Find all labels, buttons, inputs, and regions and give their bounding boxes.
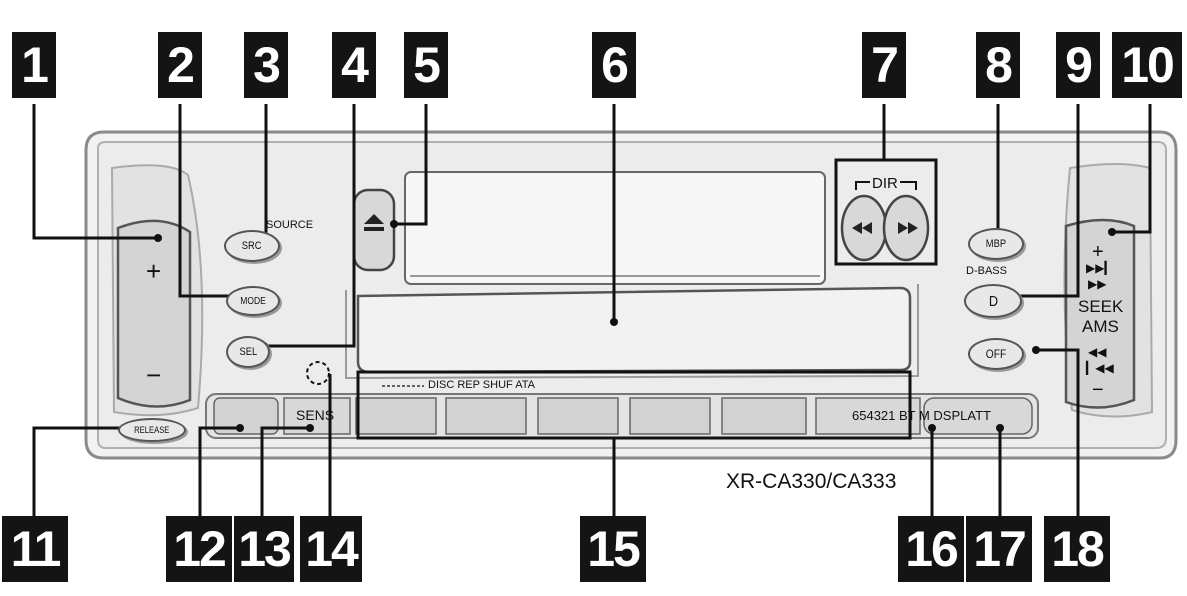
model-label: XR-CA330/CA333	[726, 470, 897, 493]
d-bass-button-label: D	[988, 292, 998, 310]
ams-label: AMS	[1082, 317, 1119, 336]
ff-icon-a	[908, 222, 918, 234]
eject-icon	[364, 214, 384, 224]
sel-button[interactable]: SEL	[226, 336, 270, 368]
leader-12	[198, 426, 240, 516]
callout-15: 15	[580, 516, 646, 582]
volume-minus-label: −	[146, 360, 162, 390]
fast-forward-icon: ▶▶	[1088, 277, 1107, 291]
callout-2: 2	[158, 32, 202, 98]
ff-icon-b	[898, 222, 908, 234]
off-button[interactable]: OFF	[968, 338, 1024, 370]
callout-18: 18	[1044, 516, 1110, 582]
dir-bracket-left	[855, 181, 870, 190]
mbp-button[interactable]: MBP	[968, 228, 1024, 260]
dir-callout-box	[834, 158, 938, 266]
mode-button-label: MODE	[240, 295, 266, 307]
prev-track-icon: ▎◀◀	[1086, 361, 1114, 375]
display-window	[356, 286, 912, 374]
callout-4: 4	[332, 32, 376, 98]
d-bass-button[interactable]: D	[964, 284, 1022, 318]
leader-2	[178, 104, 236, 298]
volume-plus-label: +	[146, 256, 162, 286]
preset-button-3[interactable]	[537, 397, 619, 435]
dir-label: DIR	[872, 175, 898, 192]
leader-18	[1036, 348, 1080, 516]
preset-callout-box	[356, 370, 912, 440]
callout-10: 10	[1112, 32, 1182, 98]
leader-5	[394, 104, 428, 226]
seek-ams-rocker[interactable]	[1064, 218, 1136, 409]
callout-8: 8	[976, 32, 1020, 98]
leader-4	[264, 104, 356, 348]
callout-3: 3	[244, 32, 288, 98]
rewind-icon-a	[852, 222, 862, 234]
callout-11: 11	[2, 516, 68, 582]
callout-16: 16	[898, 516, 964, 582]
rewind-icon: ◀◀	[1088, 345, 1107, 359]
volume-rocker[interactable]	[116, 219, 192, 408]
leader-1	[32, 104, 158, 240]
callout-13: 13	[234, 516, 294, 582]
sens-label: SENS	[296, 407, 335, 423]
preset-button-2[interactable]	[445, 397, 527, 435]
leader-13	[260, 426, 310, 516]
reset-button-circle[interactable]	[306, 361, 330, 385]
mbp-button-label: MBP	[985, 238, 1007, 250]
preset-button-display[interactable]	[923, 397, 1033, 435]
preset-button-5[interactable]	[721, 397, 807, 435]
src-button[interactable]: SRC	[224, 230, 280, 262]
preset-button-1[interactable]	[355, 397, 437, 435]
seek-minus-label: −	[1092, 379, 1104, 401]
leader-9	[1010, 104, 1080, 298]
d-bass-label: D-BASS	[966, 265, 1007, 277]
preset-button-blank[interactable]	[213, 397, 279, 435]
preset-right-label: 654321 BT M DSPLATT	[852, 408, 991, 423]
display-frame	[345, 284, 919, 380]
off-button-label: OFF	[985, 347, 1007, 361]
release-button-label: RELEASE	[134, 425, 170, 435]
callout-7: 7	[862, 32, 906, 98]
leader-11	[32, 426, 128, 516]
preset-strip-label: DISC REP SHUF ATA	[428, 379, 535, 391]
callout-1: 1	[12, 32, 56, 98]
rewind-icon-b	[862, 222, 872, 234]
seek-plus-label: +	[1092, 241, 1104, 263]
preset-button-4[interactable]	[629, 397, 711, 435]
source-label: SOURCE	[266, 219, 314, 231]
src-button-label: SRC	[242, 240, 262, 252]
leader-lines	[32, 104, 1152, 516]
sel-button-label: SEL	[239, 346, 257, 358]
next-track-icon: ▶▶▎	[1086, 261, 1114, 275]
mode-button[interactable]: MODE	[226, 286, 280, 316]
callout-5: 5	[404, 32, 448, 98]
callout-9: 9	[1056, 32, 1100, 98]
dir-bracket-right	[900, 181, 917, 190]
release-button[interactable]: RELEASE	[118, 418, 186, 442]
eject-icon-bar	[364, 227, 384, 231]
callout-12: 12	[166, 516, 232, 582]
seek-label: SEEK	[1078, 297, 1124, 316]
callout-6: 6	[592, 32, 636, 98]
callout-14: 14	[300, 516, 362, 582]
leader-10	[1112, 104, 1152, 234]
preset-button-6[interactable]	[815, 397, 921, 435]
callout-17: 17	[966, 516, 1032, 582]
